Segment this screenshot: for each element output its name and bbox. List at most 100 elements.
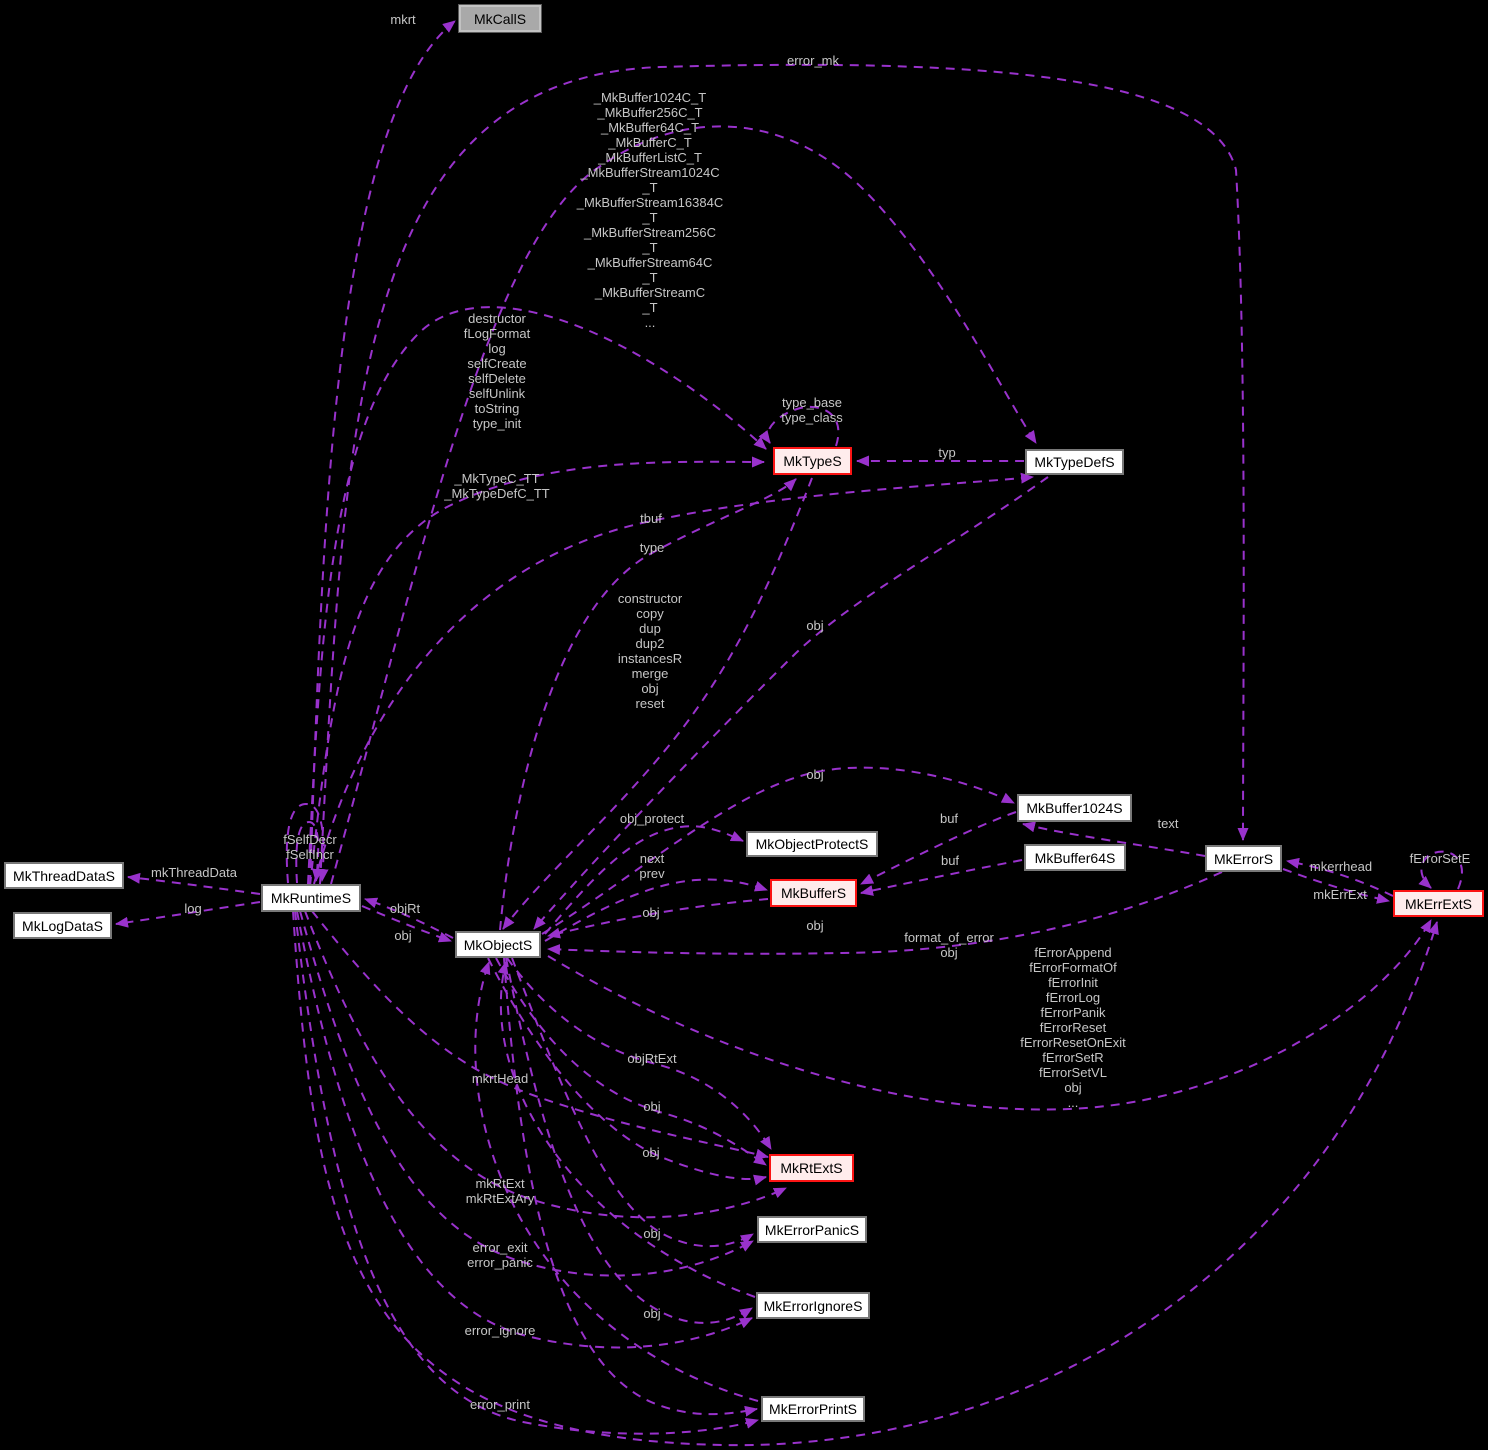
edge-obj-buffer1024 (541, 766, 1015, 935)
label-obj-protect-line: obj_protect (619, 811, 685, 826)
label-error-ignore: error_ignore (465, 1323, 536, 1338)
label-text: text (1158, 816, 1179, 831)
edge-error-exit (299, 910, 754, 1277)
node-mkobjectprotects[interactable]: MkObjectProtectS (746, 831, 878, 857)
label-obj-1-line: obj (806, 618, 824, 633)
node-mkbuffer64s[interactable]: MkBuffer64S (1024, 844, 1126, 871)
label-obj-2: obj (806, 767, 823, 782)
edge-obj-typedef (533, 476, 1049, 930)
node-mkerrexts[interactable]: MkErrExtS (1393, 890, 1484, 917)
label-error-exit-line: error_exit (472, 1240, 528, 1255)
label-tbuf-line: tbuf (640, 511, 662, 526)
edge-buf-64 (860, 859, 1023, 896)
label-buffer-types-line: _MkBufferC_T (608, 135, 692, 150)
label-buffer-types-line: _T (642, 210, 658, 225)
label-mktypec-tt: _MkTypeC_TT_MkTypeDefC_TT (444, 471, 549, 501)
label-mkerrext-line: mkErrExt (1313, 887, 1367, 902)
edge-constructor (502, 477, 813, 930)
node-mkthreaddatas[interactable]: MkThreadDataS (4, 862, 124, 889)
label-buffer-types-line: _T (642, 300, 658, 315)
edge-mkthreaddata (127, 872, 261, 895)
node-mkerrorignores[interactable]: MkErrorIgnoreS (756, 1292, 870, 1319)
node-mktypedefs[interactable]: MkTypeDefS (1025, 449, 1124, 475)
label-log-line: log (184, 901, 202, 916)
label-mkrtext-line: mkRtExt (475, 1176, 525, 1191)
label-constructor-line: instancesR (617, 651, 683, 666)
label-format-of-error-line: format_of_error (904, 930, 994, 945)
label-mkerrhead-line: mkerrhead (1309, 859, 1373, 874)
label-mkrthead-line: mkrtHead (471, 1071, 529, 1086)
edge-obj-panic (511, 957, 754, 1248)
label-obj-9-line: obj (643, 1306, 661, 1321)
node-mkrtexts[interactable]: MkRtExtS (769, 1154, 854, 1182)
label-obj-5: obj (394, 928, 411, 943)
node-mkerrorprints[interactable]: MkErrorPrintS (761, 1396, 865, 1422)
label-text-line: text (1157, 816, 1179, 831)
edge-fselfincr-loop (295, 820, 323, 884)
label-obj-8: obj (643, 1226, 660, 1241)
node-mktypes[interactable]: MkTypeS (773, 447, 852, 475)
node-mkbuffers[interactable]: MkBufferS (770, 879, 857, 907)
node-mkruntimes[interactable]: MkRuntimeS (261, 884, 361, 912)
label-mkthreaddata-line: mkThreadData (151, 865, 237, 880)
edge-ferror-block (547, 919, 1432, 1111)
label-destructor-line: selfCreate (467, 356, 527, 371)
label-error-mk-line: error_mk (786, 53, 840, 68)
edge-mkerrhead (1286, 857, 1394, 897)
label-buffer-types-line: _T (642, 180, 658, 195)
label-destructor-line: toString (474, 401, 520, 416)
edge-obj-rt (361, 905, 452, 943)
label-type-line: type (639, 540, 665, 555)
edge-text (1022, 821, 1206, 857)
label-buffer-types-line: _MkBufferStream256C (583, 225, 716, 240)
label-objrt: objRt (390, 901, 420, 916)
node-mkerrorpanics[interactable]: MkErrorPanicS (757, 1216, 867, 1243)
node-mklogdatas[interactable]: MkLogDataS (13, 912, 112, 939)
label-error-ignore-line: error_ignore (464, 1323, 536, 1338)
label-ferror-block-line: fErrorReset (1039, 1020, 1107, 1035)
edge-mkrthead (311, 910, 769, 1160)
label-buffer-types-line: ... (644, 315, 656, 330)
label-fselfdecr-line: fSelfDecr (283, 832, 337, 847)
label-obj-3: obj (642, 905, 659, 920)
label-mkthreaddata: mkThreadData (151, 865, 237, 880)
node-mkbuffer1024s[interactable]: MkBuffer1024S (1017, 794, 1132, 822)
label-error-exit-line: error_panic (467, 1255, 533, 1270)
label-obj-8-line: obj (643, 1226, 661, 1241)
label-mkrtext-line: mkRtExtAry (465, 1191, 535, 1206)
node-mkerrors[interactable]: MkErrorS (1205, 845, 1282, 872)
label-mkrt-line: mkrt (390, 12, 416, 27)
label-obj-4: obj (806, 918, 823, 933)
label-error-print-line: error_print (470, 1397, 530, 1412)
label-buffer-types-line: _T (642, 240, 658, 255)
edge-type (499, 478, 797, 931)
label-obj-5-line: obj (394, 928, 412, 943)
label-ferror-block-line: fErrorSetVL (1039, 1065, 1107, 1080)
label-obj-7-line: obj (642, 1145, 660, 1160)
node-mkobjects[interactable]: MkObjectS (455, 931, 541, 958)
edge-return-obj-1 (497, 961, 756, 1298)
edge-next-prev (544, 878, 768, 942)
label-constructor-line: reset (635, 696, 665, 711)
label-buffer-types-line: _MkBufferListC_T (598, 150, 702, 165)
label-ferror-block-line: fErrorLog (1045, 990, 1101, 1005)
label-mkrthead: mkrtHead (472, 1071, 528, 1086)
edge-fselfdecr-loop (285, 802, 329, 884)
edge-bottom-sweep (292, 910, 1439, 1447)
label-ferrorsete-line: fErrorSetE (1409, 851, 1471, 866)
label-buffer-types-line: _MkBufferStream64C (587, 255, 713, 270)
node-mkcalls[interactable]: MkCallS (458, 4, 542, 33)
label-obj-protect: obj_protect (620, 811, 684, 826)
edge-return-obj-2 (474, 961, 759, 1402)
label-mkerrhead: mkerrhead (1310, 859, 1372, 874)
edge-destructor (307, 306, 767, 885)
label-ferror-block-line: fErrorSetR (1042, 1050, 1104, 1065)
label-obj-3-line: obj (642, 905, 660, 920)
